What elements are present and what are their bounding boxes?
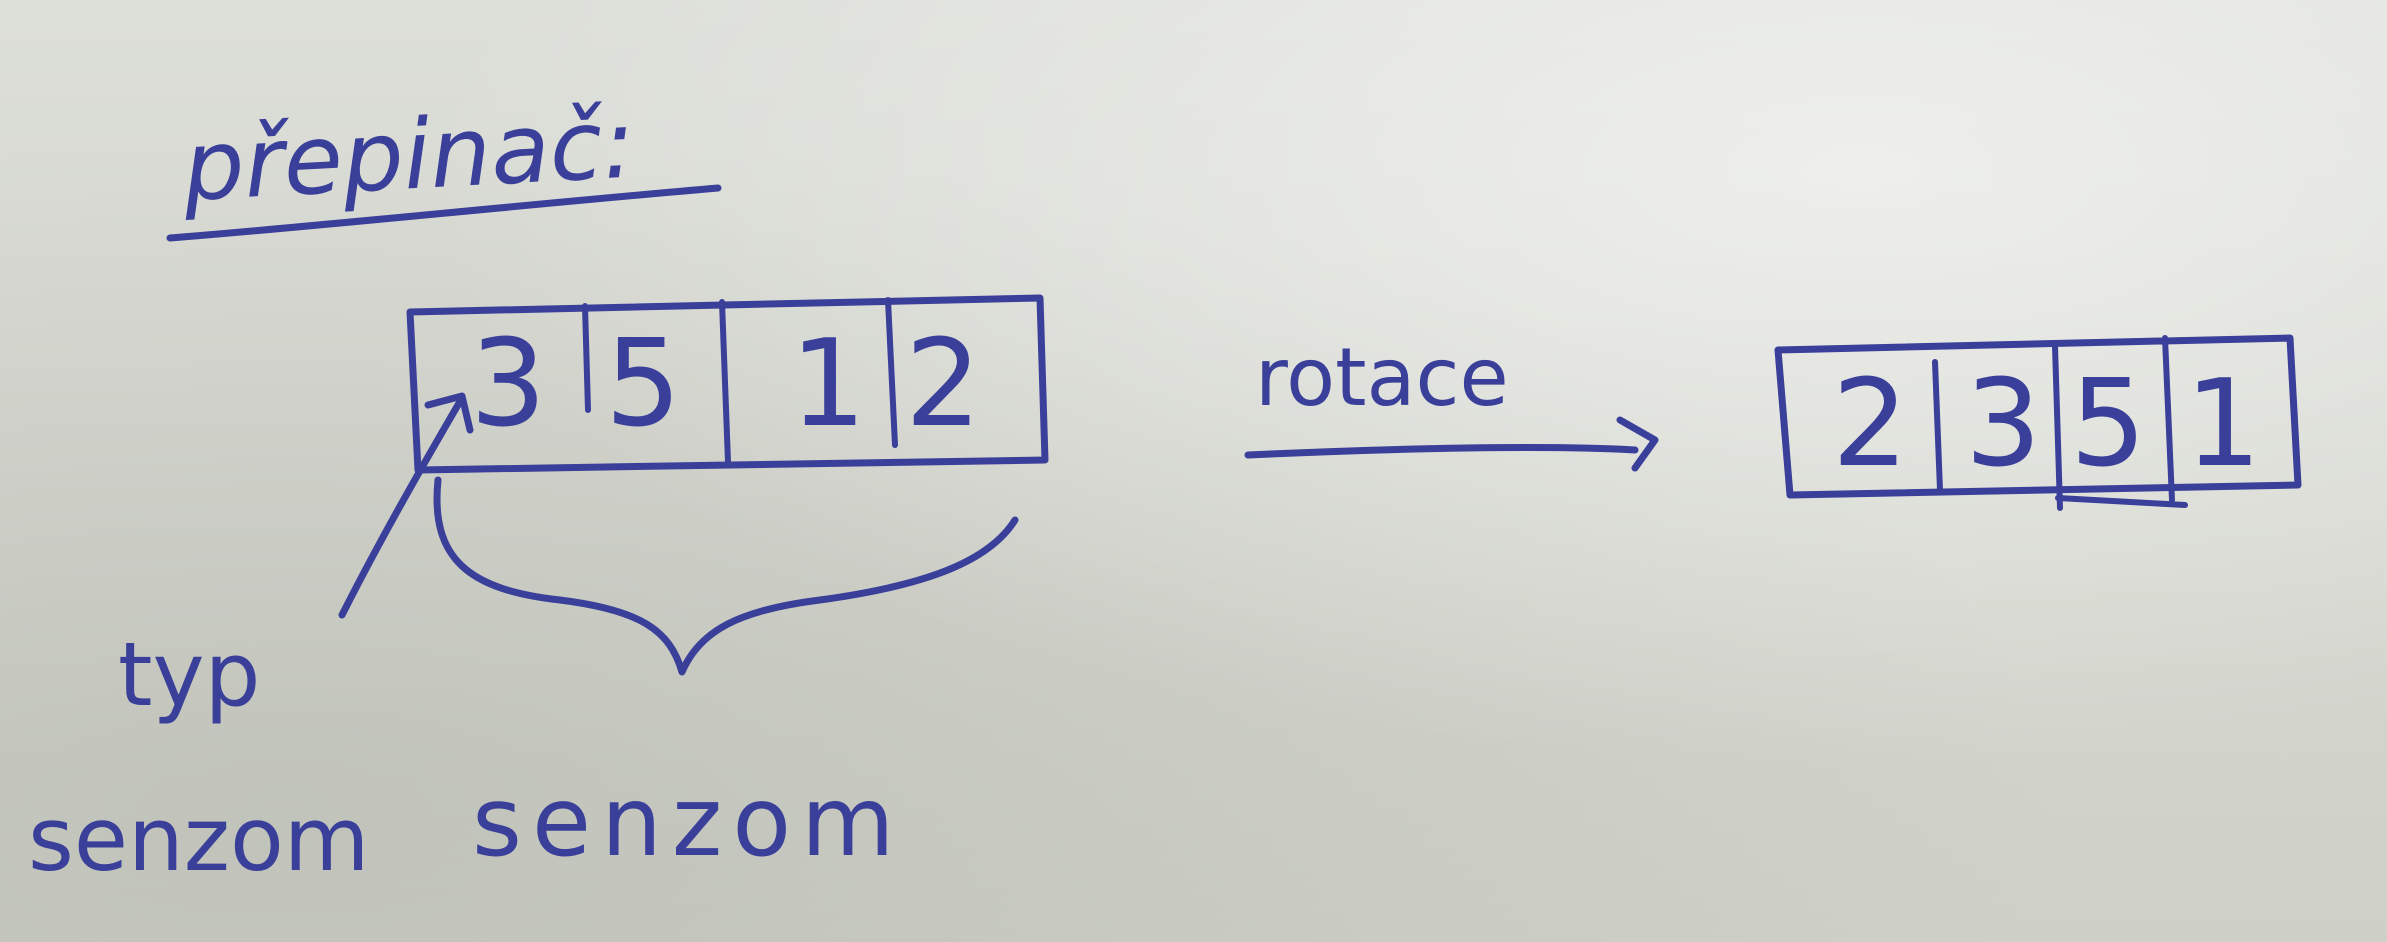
- left-array-cell-2: 5: [605, 315, 681, 454]
- right-array-bottom-stroke: [2055, 495, 2188, 508]
- right-array-divider-2: [2052, 343, 2063, 511]
- left-array-cell-4: 2: [905, 315, 981, 454]
- right-array-outline: [1774, 334, 2302, 499]
- right-array-divider-3: [2162, 335, 2175, 503]
- right-array-cell-1: 2: [1832, 355, 1908, 494]
- right-array-cell-2: 3: [1965, 355, 2041, 494]
- pointer-arrow: [338, 394, 466, 619]
- pointer-arrowhead: [424, 392, 474, 434]
- brace-label: senzom: [472, 766, 905, 878]
- left-array-divider-3: [885, 297, 898, 448]
- left-array-divider-2: [719, 299, 731, 465]
- pointer-label-line-2: senzom: [28, 788, 370, 891]
- left-array: 3 5 1 2: [406, 294, 1049, 474]
- right-array-cell-3: 5: [2070, 355, 2146, 494]
- right-array-cell-4: 1: [2185, 355, 2261, 494]
- heading-underline: [166, 184, 722, 242]
- rotation-arrow: [1244, 444, 1639, 459]
- right-array: 2 3 5 1: [1774, 334, 2302, 511]
- right-array-divider-1: [1932, 359, 1943, 493]
- left-array-cell-1: 3: [470, 315, 546, 454]
- arrow-label: rotace: [1255, 331, 1509, 424]
- pointer-label-line-1: typ: [118, 623, 260, 726]
- left-array-outline: [406, 294, 1049, 474]
- left-array-cell-3: 1: [790, 315, 866, 454]
- left-array-divider-1: [582, 303, 591, 413]
- rotation-arrowhead: [1616, 416, 1659, 472]
- curly-brace: [433, 476, 1019, 676]
